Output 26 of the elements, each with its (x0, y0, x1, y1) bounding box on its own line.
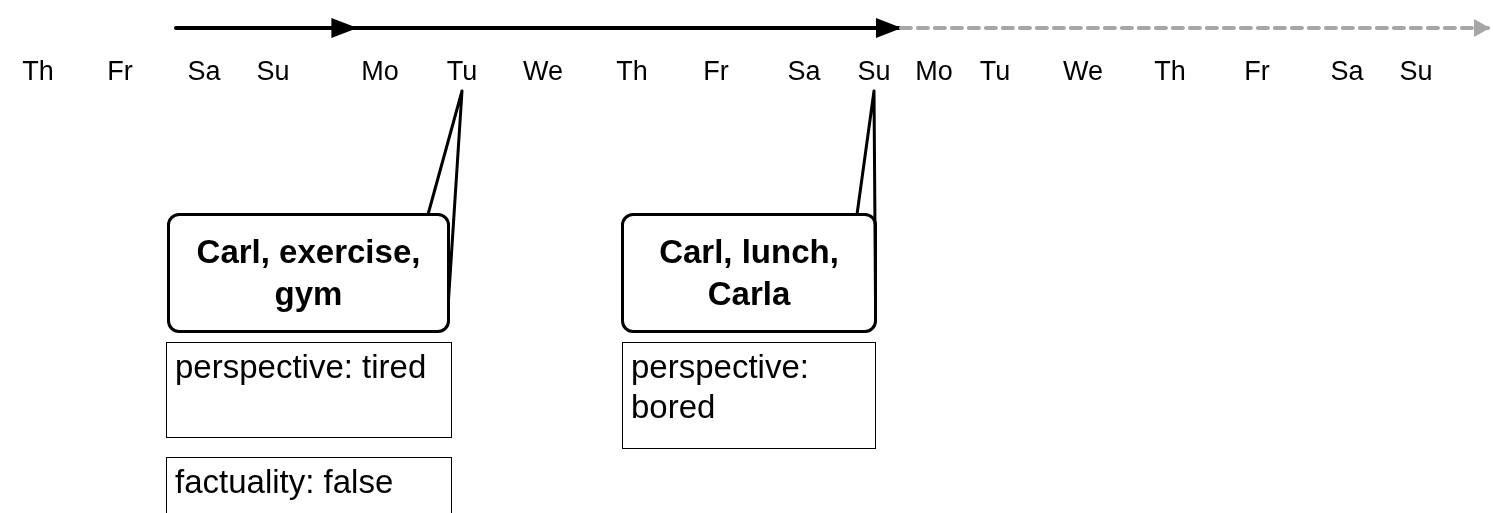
callout-bubble: Carl, lunch, Carla (621, 213, 877, 333)
day-label: Sa (776, 20, 832, 92)
day-label: We (1055, 20, 1111, 92)
day-label: Mo (352, 20, 408, 92)
day-label: We (515, 20, 571, 92)
tag-box: factuality: false (166, 457, 452, 513)
day-label: Fr (1229, 20, 1285, 92)
timeline-arrow (353, 18, 902, 38)
day-label: Su (846, 20, 902, 92)
day-label: Tu (967, 20, 1023, 92)
day-label: Th (1142, 20, 1198, 92)
day-label: Sa (176, 20, 232, 92)
day-label: Th (10, 20, 66, 92)
day-label: Su (1388, 20, 1444, 92)
day-label: Fr (688, 20, 744, 92)
day-label: Th (604, 20, 660, 92)
tag-box: perspective: bored (622, 342, 876, 449)
day-label: Fr (92, 20, 148, 92)
day-label: Su (245, 20, 301, 92)
day-label: Tu (434, 20, 490, 92)
timeline-arrow (898, 19, 1490, 37)
callout-bubble: Carl, exercise, gym (167, 213, 450, 333)
tag-box: perspective: tired (166, 342, 452, 438)
day-label: Sa (1319, 20, 1375, 92)
callout-tail (426, 89, 464, 302)
day-label: Mo (906, 20, 962, 92)
